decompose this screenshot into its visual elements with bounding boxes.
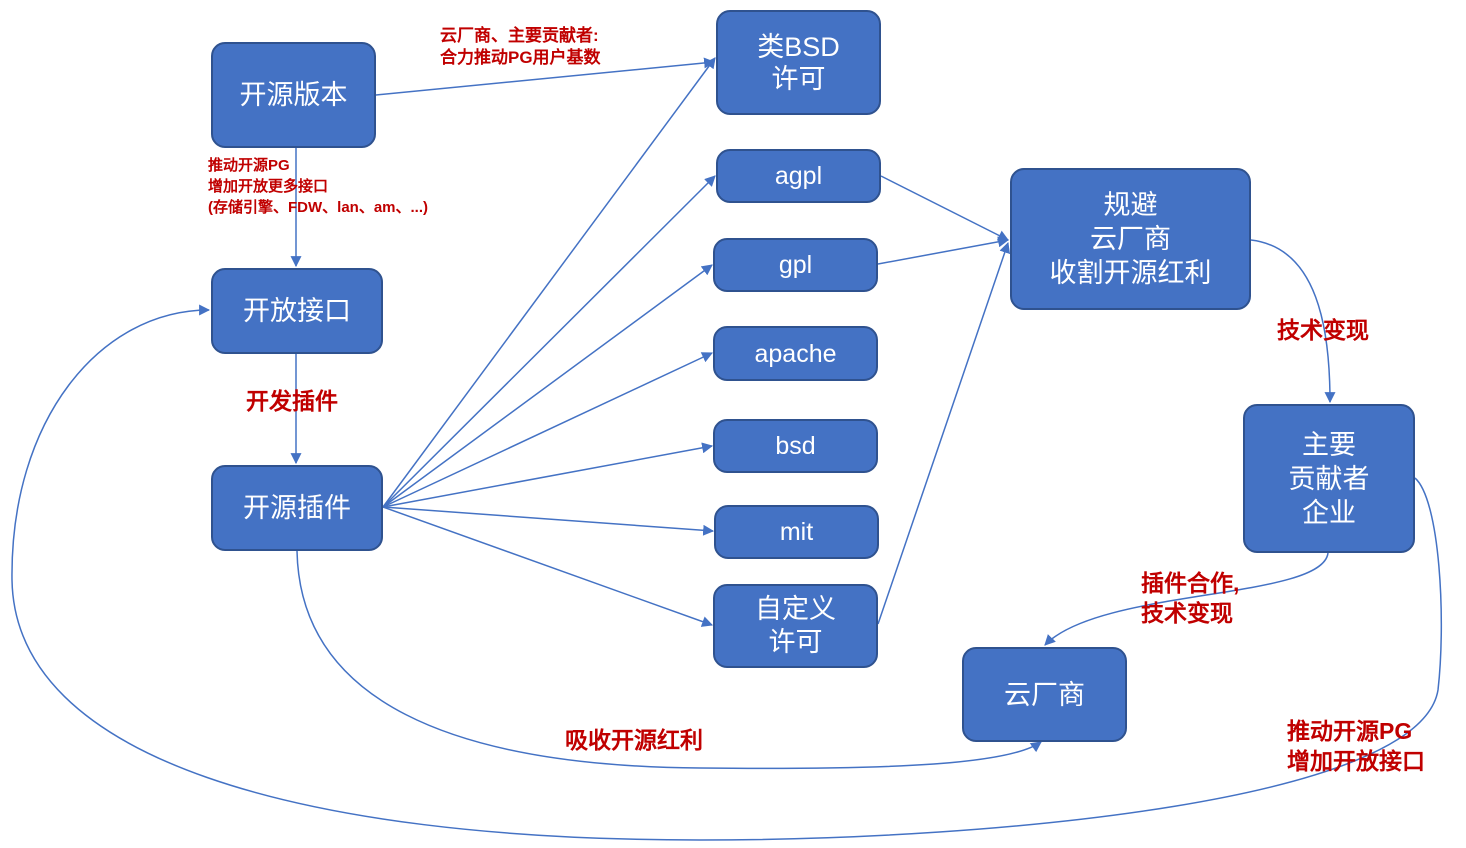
node-bsd-like-license: 类BSD 许可: [716, 10, 881, 115]
node-label: 企业: [1302, 497, 1356, 528]
annotation-push-more-interfaces: 推动开源PG 增加开放更多接口 (存储引擎、FDW、lan、am、...): [208, 155, 428, 218]
annotation-line: 推动开源PG: [1287, 718, 1413, 744]
node-avoid-cloud-harvest: 规避 云厂商 收割开源红利: [1010, 168, 1251, 310]
edge-plugin-to-bsd-like: [382, 57, 716, 508]
annotation-line: 吸收开源红利: [565, 727, 703, 753]
node-label: 主要: [1302, 429, 1356, 460]
node-custom-license: 自定义 许可: [713, 584, 878, 668]
annotation-line: 增加开放接口: [1287, 748, 1425, 774]
annotation-line: 插件合作,: [1141, 570, 1240, 596]
node-label: 类BSD: [757, 31, 840, 62]
node-label: gpl: [778, 251, 813, 279]
annotation-line: 增加开放更多接口: [208, 178, 329, 195]
node-open-interface: 开放接口: [211, 268, 383, 354]
annotation-joint-push: 云厂商、主要贡献者: 合力推动PG用户基数: [440, 25, 601, 69]
annotation-line: 技术变现: [1141, 600, 1233, 626]
edge-plugin-to-mit: [382, 506, 715, 536]
edge-version-to-bsd-like: [375, 57, 716, 96]
edge-custom-to-avoid: [877, 241, 1011, 625]
node-label: apache: [754, 339, 837, 368]
annotation-line: (存储引擎、FDW、lan、am、...): [208, 199, 428, 216]
annotation-develop-plugin: 开发插件: [246, 386, 338, 416]
node-open-source-plugin: 开源插件: [211, 465, 383, 551]
annotation-absorb-dividend: 吸收开源红利: [565, 725, 703, 755]
edge-plugin-to-cloud: [296, 550, 1042, 770]
node-mit: mit: [714, 505, 879, 559]
annotation-line: 云厂商、主要贡献者:: [440, 26, 599, 45]
annotation-line: 推动开源PG: [208, 157, 290, 174]
edge-plugin-to-bsd: [382, 442, 714, 508]
edge-plugin-to-gpl: [382, 264, 713, 508]
edge-contributor-to-interface: [11, 304, 1443, 841]
annotation-line: 技术变现: [1277, 317, 1369, 343]
node-label: bsd: [775, 432, 816, 460]
annotation-tech-monetize: 技术变现: [1277, 315, 1369, 345]
edge-plugin-to-custom: [382, 506, 714, 627]
edge-contributor-to-cloud: [1044, 552, 1329, 646]
node-label: 云厂商: [1090, 224, 1171, 254]
annotation-push-interfaces: 推动开源PG 增加开放接口: [1287, 716, 1425, 776]
node-label: 许可: [768, 627, 823, 657]
node-label: 许可: [771, 63, 826, 94]
node-gpl: gpl: [713, 238, 878, 292]
node-label: 规避: [1103, 190, 1158, 220]
node-label: 开放接口: [243, 296, 351, 326]
edge-plugin-to-agpl: [382, 175, 716, 508]
node-label: 贡献者: [1288, 463, 1370, 494]
edge-avoid-to-contributor: [1250, 239, 1336, 404]
node-cloud-vendor: 云厂商: [962, 647, 1127, 742]
node-label: mit: [779, 518, 814, 546]
node-label: 开源插件: [243, 493, 351, 523]
annotation-line: 合力推动PG用户基数: [440, 48, 601, 67]
node-agpl: agpl: [716, 149, 881, 203]
node-label: 开源版本: [239, 80, 348, 110]
edge-plugin-to-apache: [382, 352, 713, 508]
annotation-plugin-cooperation: 插件合作, 技术变现: [1141, 568, 1239, 628]
edge-gpl-to-avoid: [877, 236, 1010, 265]
node-apache: apache: [713, 326, 878, 381]
node-label: agpl: [774, 162, 823, 190]
node-label: 收割开源红利: [1049, 258, 1212, 288]
node-bsd: bsd: [713, 419, 878, 473]
node-open-source-version: 开源版本: [211, 42, 376, 148]
node-label: 云厂商: [1004, 679, 1085, 710]
node-label: 自定义: [755, 594, 836, 624]
node-main-contributor: 主要 贡献者 企业: [1243, 404, 1415, 553]
annotation-line: 开发插件: [246, 388, 338, 414]
edge-agpl-to-avoid: [880, 175, 1009, 241]
